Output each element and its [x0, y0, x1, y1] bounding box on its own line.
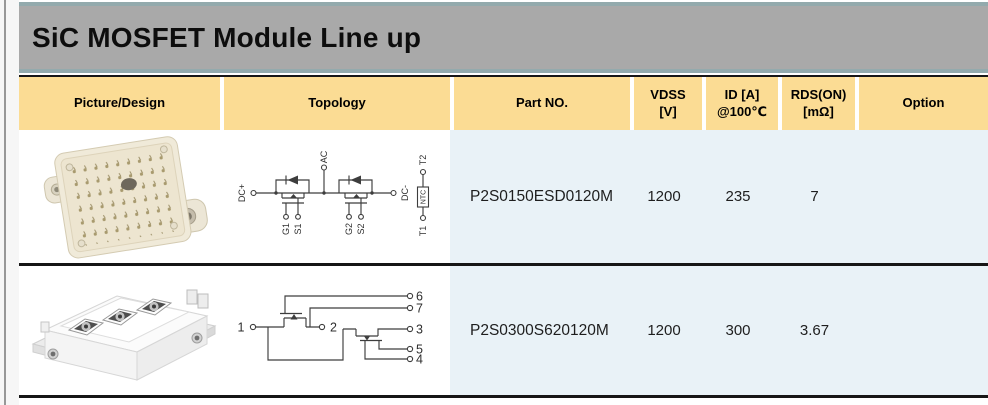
cell-rds: 7 [810, 188, 819, 205]
id-header-line1: ID [A] [724, 86, 760, 102]
column-header-picture-label: Picture/Design [73, 95, 166, 111]
column-header-option: Option [859, 77, 988, 130]
row-divider [19, 263, 988, 266]
cell-vdss: 1200 [647, 188, 681, 205]
product-image-screw-terminal-module [31, 289, 217, 381]
table-top-border [19, 74, 988, 77]
spec-area-row1: P2S0150ESD0120M 1200 235 7 [450, 130, 988, 263]
cell-vdss: 1200 [647, 322, 681, 339]
table-row: DC+ DC- G1 S1 [19, 130, 988, 263]
spec-area-row2: P2S0300S620120M 1200 300 3.67 [450, 266, 988, 395]
table-bottom-border [19, 395, 988, 398]
page-left-margin [0, 0, 19, 405]
cell-part-no: P2S0300S620120M [470, 321, 609, 339]
topology-diagram-half-bridge: DC+ DC- G1 S1 [237, 150, 430, 237]
column-header-vdss: VDSS [V] [634, 77, 702, 130]
page-edge-line [4, 0, 6, 405]
terminal-label-g2: G2 [344, 223, 354, 235]
terminal-label-dc-minus: DC- [400, 185, 410, 201]
vdss-header-line2: [V] [659, 103, 677, 119]
terminal-label-2: 2 [330, 321, 337, 335]
accent-rule-top [19, 2, 988, 6]
cell-topology-row1: DC+ DC- G1 S1 [224, 130, 450, 263]
cell-topology-row2: 1 2 [224, 266, 450, 395]
terminal-label-t2: T2 [418, 155, 428, 166]
cell-part-no: P2S0150ESD0120M [470, 187, 614, 205]
terminal-label-s1: S1 [293, 223, 303, 234]
terminal-label-dc-plus: DC+ [237, 184, 247, 202]
cell-picture-row2 [19, 266, 220, 395]
terminal-label-s2: S2 [356, 223, 366, 234]
column-header-part-no: Part NO. [454, 77, 630, 130]
vdss-header-line1: VDSS [650, 86, 686, 102]
page-title: SiC MOSFET Module Line up [32, 21, 422, 53]
table-row: 1 2 [19, 266, 988, 395]
title-bar: SiC MOSFET Module Line up [19, 6, 988, 69]
column-header-rds: RDS(ON) [mΩ] [782, 77, 855, 130]
cell-rds: 3.67 [799, 322, 830, 339]
id-header-line2: @100℃ [716, 103, 768, 119]
column-header-id: ID [A] @100℃ [706, 77, 778, 130]
column-header-option-label: Option [902, 95, 945, 111]
terminal-label-6: 6 [416, 290, 423, 304]
terminal-label-4: 4 [416, 353, 423, 367]
terminal-label-ac: AC [319, 150, 329, 163]
terminal-label-5: 5 [416, 343, 423, 357]
product-image-pin-grid-module [43, 136, 208, 259]
terminal-label-1: 1 [238, 321, 245, 335]
terminal-label-t1: T1 [418, 226, 428, 237]
rds-header-line2: [mΩ] [803, 103, 834, 119]
column-header-topology-label: Topology [308, 95, 366, 111]
terminal-label-7: 7 [416, 302, 423, 316]
column-header-part-no-label: Part NO. [515, 95, 568, 111]
column-header-picture: Picture/Design [19, 77, 220, 130]
cell-id: 235 [725, 188, 751, 205]
column-header-topology: Topology [224, 77, 450, 130]
document-content: SiC MOSFET Module Line up Picture/Design… [19, 0, 988, 405]
ntc-label: NTC [421, 190, 428, 204]
topology-diagram-numbered-terminals: 1 2 [238, 290, 423, 367]
cell-id: 300 [725, 322, 751, 339]
terminal-label-g1: G1 [281, 223, 291, 235]
rds-header-line1: RDS(ON) [790, 86, 847, 102]
table-header-row: Picture/Design Topology Part NO. VDSS [V… [19, 77, 988, 130]
accent-rule-under-title [19, 69, 988, 73]
cell-picture-row1 [19, 130, 220, 263]
terminal-label-3: 3 [416, 323, 423, 337]
